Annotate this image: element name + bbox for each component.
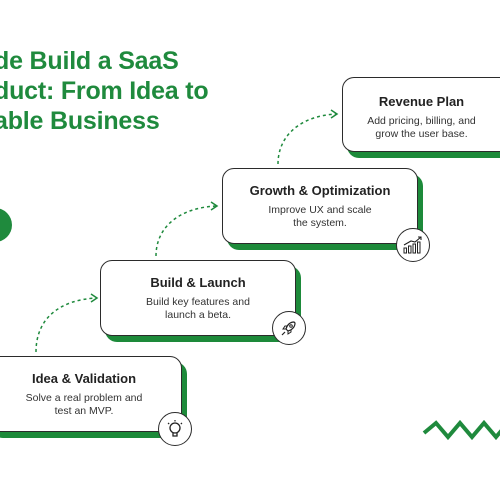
growth-chart-icon [396, 228, 430, 262]
page-title: de Build a SaaS duct: From Idea to able … [0, 46, 254, 136]
step-card-growth-optimization: Growth & Optimization Improve UX and sca… [222, 168, 418, 244]
step-title: Build & Launch [150, 275, 246, 290]
title-line-2: duct: From Idea to [0, 77, 209, 105]
rocket-icon [272, 311, 306, 345]
connector-arrow-3 [277, 113, 337, 165]
step-title: Revenue Plan [378, 94, 465, 109]
decorative-green-circle [0, 208, 12, 242]
decorative-zigzag [422, 419, 500, 441]
connector-arrow-2 [155, 205, 217, 257]
title-line-1: de Build a SaaS [0, 47, 179, 75]
connector-arrow-1 [35, 297, 97, 353]
step-title: Growth & Optimization [249, 183, 391, 198]
title-line-3: able Business [0, 107, 160, 135]
step-card-idea-validation: Idea & Validation Solve a real problem a… [0, 356, 182, 432]
lightbulb-icon [158, 412, 192, 446]
step-title: Idea & Validation [31, 371, 137, 386]
